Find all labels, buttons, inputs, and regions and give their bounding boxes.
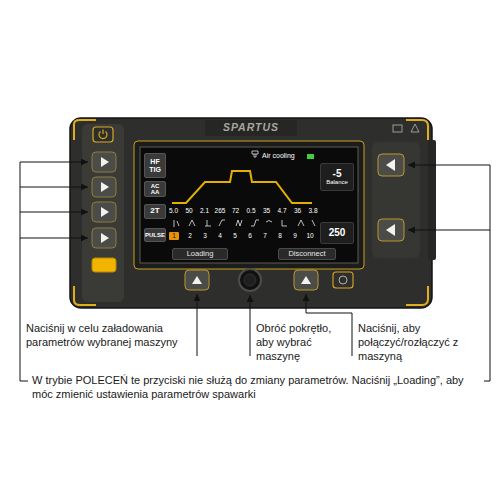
left-buttons	[92, 152, 116, 248]
parameter-value: 5.0	[166, 207, 181, 215]
parameter-value: 0.5	[244, 207, 259, 215]
mode-box: 2T	[144, 204, 166, 219]
node-text: HF TIG	[146, 158, 164, 173]
node-text: 250	[329, 228, 346, 239]
callout-text: Naciśnij, aby połączyć/rozłączyć z maszy…	[358, 322, 484, 363]
node-text: Loading	[187, 250, 214, 258]
parameter-icons	[174, 220, 315, 227]
leader-arrow	[20, 162, 88, 163]
mode-box: AC AA	[144, 181, 166, 197]
torch-icon	[252, 151, 258, 157]
power-symbol	[102, 130, 103, 135]
rotary-knob	[239, 269, 261, 291]
step-number: 1	[169, 232, 179, 240]
leader-arrow	[20, 238, 88, 239]
step-number: 10	[304, 232, 316, 240]
callout-text: Obróć pokrętło, aby wybrać maszynę	[256, 322, 344, 363]
rotary-knob	[244, 274, 256, 286]
screen-bezel	[134, 141, 364, 269]
step-number: 5	[229, 232, 241, 240]
parameter-value: 2.1	[197, 207, 212, 215]
node-text: Balance	[326, 179, 348, 185]
leader-arrow	[408, 230, 490, 231]
leader-arrow	[20, 212, 88, 213]
bracket-line	[484, 381, 490, 382]
leader-arrow	[20, 187, 88, 188]
bracket-line	[20, 381, 28, 382]
cooling-indicator	[307, 154, 314, 159]
warning-icon	[411, 124, 419, 132]
leader-arrow	[197, 294, 198, 356]
parameter-value: 265	[213, 207, 228, 215]
note-text: W trybie POLECEŃ te przyciski nie służą …	[32, 374, 480, 402]
screen-button: Disconnect	[278, 248, 336, 260]
right-buttons	[378, 154, 404, 241]
housing-side	[428, 140, 436, 260]
step-number: 6	[244, 232, 256, 240]
waveform	[172, 171, 312, 203]
leader-arrow	[250, 295, 251, 356]
power-button	[93, 127, 113, 142]
step-number: 4	[214, 232, 226, 240]
leader-arrow	[408, 165, 490, 166]
button-column	[82, 124, 124, 302]
bottom-buttons	[185, 270, 318, 290]
node-text: AC AA	[146, 183, 164, 196]
parameter-value: 4.7	[275, 207, 290, 215]
step-number: 7	[259, 232, 271, 240]
status-icon	[393, 125, 402, 132]
node-text: -5	[333, 169, 342, 180]
value-box: 250	[320, 222, 354, 244]
parameter-value: 36	[290, 207, 305, 215]
parameter-value: 72	[228, 207, 243, 215]
node-text: 2T	[150, 207, 159, 215]
corner-accent	[74, 286, 96, 305]
corner-accent	[406, 120, 428, 140]
yellow-button	[92, 258, 116, 272]
mode-box: PULSE	[144, 228, 166, 242]
parameter-value: 50	[182, 207, 197, 215]
value-box: -5Balance	[320, 163, 354, 191]
screen	[140, 147, 358, 263]
parameter-value: 3.8	[306, 207, 321, 215]
button-column	[372, 142, 420, 258]
callout-text: Naciśnij w celu załadowania parametrów w…	[26, 322, 190, 350]
step-number: 3	[199, 232, 211, 240]
step-number: 8	[274, 232, 286, 240]
node-text: Disconnect	[288, 250, 325, 258]
parameter-value: 35	[259, 207, 274, 215]
logo-plate	[205, 120, 297, 136]
screen-button: Loading	[172, 248, 228, 260]
housing	[70, 118, 432, 308]
mode-box: HF TIG	[144, 153, 166, 178]
bracket-line	[20, 162, 21, 381]
brand-logo: SPARTUS	[207, 121, 295, 134]
status-text: Air cooling	[262, 152, 306, 161]
small-button	[339, 276, 347, 284]
corner-accent	[406, 286, 428, 305]
small-button	[333, 272, 353, 288]
step-number: 9	[289, 232, 301, 240]
node-text: PULSE	[145, 232, 165, 238]
bracket-line	[490, 165, 491, 381]
step-number: 2	[184, 232, 196, 240]
